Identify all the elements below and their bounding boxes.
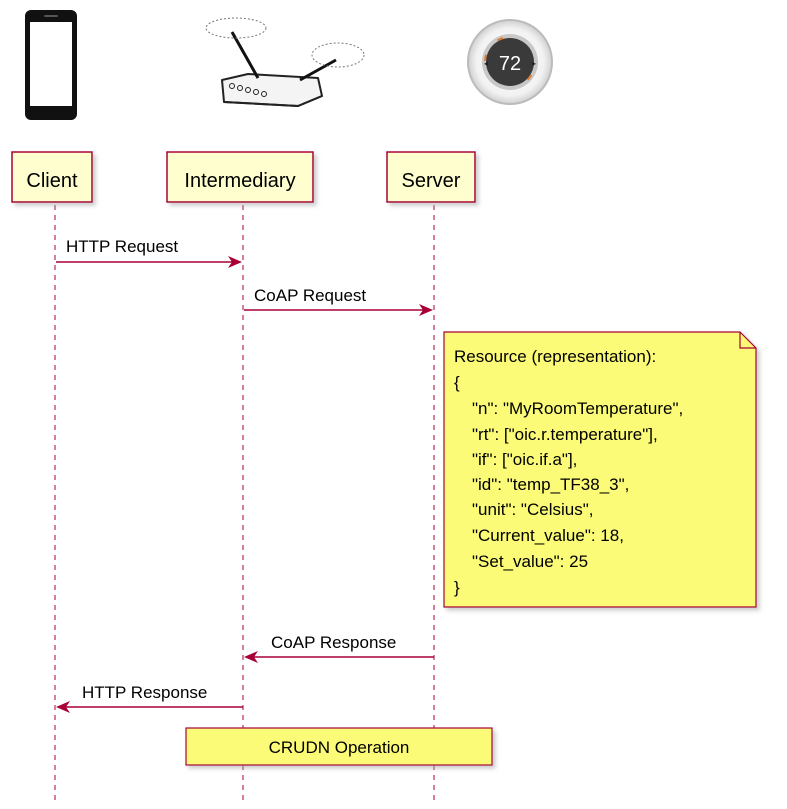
crudn-operation-box: CRUDN Operation: [185, 727, 493, 766]
thermostat-icon: 72 ◂ ▸: [467, 19, 553, 105]
note-line: "if": ["oic.if.a"],: [472, 450, 577, 469]
lifelines: [54, 205, 435, 800]
message-coap-response: CoAP Response: [244, 633, 434, 663]
message-label: HTTP Request: [66, 237, 178, 256]
note-line: "n": "MyRoomTemperature",: [472, 399, 683, 418]
thermostat-display: 72: [499, 53, 521, 75]
operation-label: CRUDN Operation: [269, 738, 410, 757]
message-label: HTTP Response: [82, 683, 207, 702]
message-http-request: HTTP Request: [56, 237, 242, 268]
note-line: Resource (representation):: [454, 347, 656, 366]
note-line: "Current_value": 18,: [472, 526, 624, 545]
note-line: "rt": ["oic.r.temperature"],: [472, 425, 658, 444]
svg-text:▸: ▸: [532, 59, 536, 68]
note-line: "id": "temp_TF38_3",: [472, 475, 629, 494]
svg-text:◂: ◂: [484, 59, 488, 68]
smartphone-icon: [25, 10, 77, 120]
note-line: "Set_value": 25: [472, 552, 588, 571]
participant-label: Client: [26, 170, 78, 192]
participant-server[interactable]: Server: [386, 151, 476, 203]
participant-client[interactable]: Client: [11, 151, 93, 203]
participant-intermediary[interactable]: Intermediary: [166, 151, 314, 203]
participant-label: Server: [402, 170, 461, 192]
resource-note: Resource (representation): { "n": "MyRoo…: [443, 331, 757, 608]
note-line: }: [454, 578, 460, 597]
message-label: CoAP Request: [254, 286, 366, 305]
note-line: "unit": "Celsius",: [472, 500, 593, 519]
wifi-router-icon: [205, 17, 365, 108]
message-label: CoAP Response: [271, 633, 396, 652]
message-coap-request: CoAP Request: [244, 286, 433, 316]
message-http-response: HTTP Response: [56, 683, 243, 713]
note-line: {: [454, 373, 460, 392]
participant-label: Intermediary: [184, 170, 295, 192]
